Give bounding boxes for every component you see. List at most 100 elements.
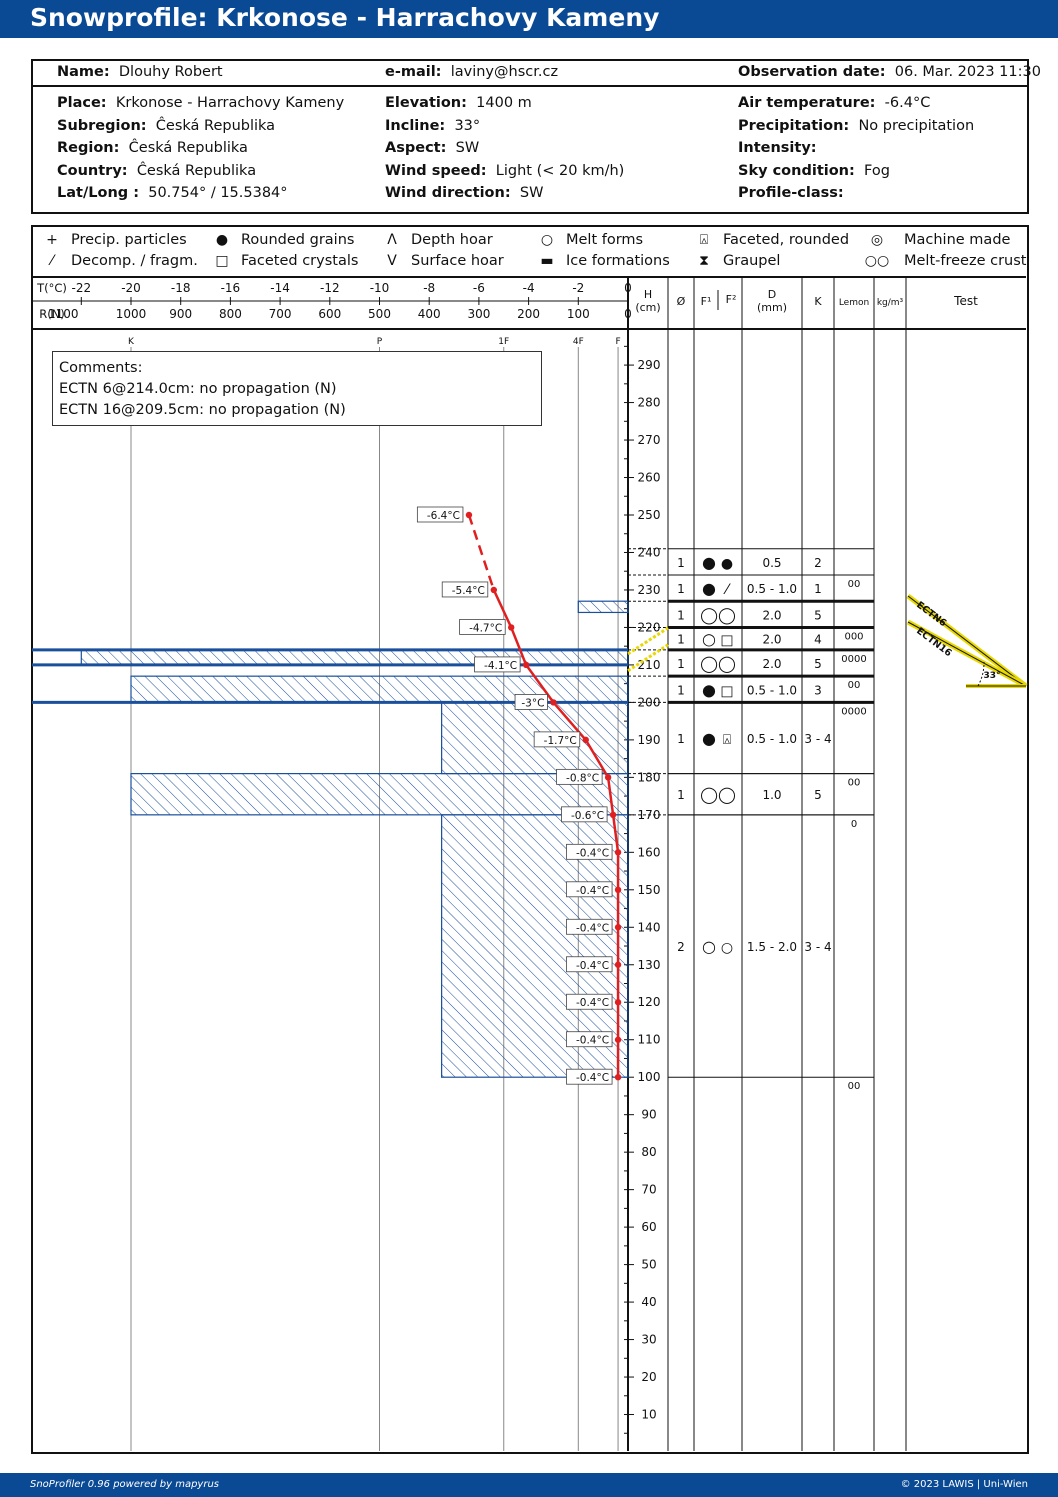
temperature-label-box [566,956,613,973]
layer-hardness: 3 - 4 [804,732,831,746]
observation-date: Observation date: 06. Mar. 2023 11:30 [738,64,1041,80]
tick-label: -22 [71,281,91,295]
tick-label: -4 [523,281,535,295]
legend-label: Decomp. / fragm. [71,253,198,269]
layer-hardness: 5 [814,657,822,671]
height-label: 160 [638,845,661,859]
temperature-segment [552,701,587,741]
temperature-point [614,999,622,1006]
temperature-point [508,624,515,631]
tick-label: -6 [473,281,485,295]
temperature-point [614,1074,622,1081]
layer-hardness: 3 [814,683,822,697]
layer-grain-size: 2.0 [762,657,781,671]
temperature-point [614,886,622,893]
layer-lemon: 0 [851,819,857,830]
layer-grain-size: 0.5 - 1.0 [747,732,797,746]
temperature-label-box [566,1031,613,1048]
column-header-wet: Ø [677,295,686,308]
legend-label: Rounded grains [241,232,355,248]
layer-grain-f2: ○ [721,940,733,956]
observer-email: e-mail: laviny@hscr.cz [385,64,559,80]
column-header-f2: F² [726,293,737,306]
temperature-label: -0.8°C [566,772,599,784]
hardness-bar [130,675,629,704]
layer-wetness: 2 [677,940,685,954]
legend-label: Depth hoar [411,232,493,248]
temperature-point [614,924,622,931]
tick-label: -20 [121,281,141,295]
height-label: 50 [641,1258,656,1272]
layer-lemon: 00 [848,1081,861,1092]
legend-icon: + [46,232,58,248]
temperature-label: -1.7°C [544,735,577,747]
hardness-tick: 1F [498,337,509,347]
layer-grain-f1: ○ [702,630,716,649]
layer-grain-f1: ◯◯ [700,654,736,673]
meta-field: Intensity: [738,140,817,156]
temperature-label-box [566,1068,613,1085]
layer-lemon: 00 [848,680,861,691]
layer-grain-f1: ○ [702,937,716,956]
tick-label: 900 [169,307,192,321]
height-label: 240 [638,545,661,559]
hardness-bar [130,773,629,816]
layer-grain-f2: ⁄ [723,582,731,598]
tick-label: 300 [467,307,490,321]
temperature-segment [467,514,495,591]
column-header-lemon: Lemon [839,298,869,308]
legend-icon: ⍓ [699,232,709,248]
layer-grain-f2: □ [720,633,733,649]
tick-label: -14 [270,281,290,295]
temperature-label-box [566,881,613,898]
hardness-tick: K [128,337,135,347]
tick-label: 1100 [48,307,79,321]
legend-icon: V [387,253,397,269]
meta-field: Profile-class: [738,185,844,201]
observation-meta: Name: Dlouhy Robert e-mail: laviny@hscr.… [31,59,1041,214]
temperature-label: -0.4°C [576,997,609,1009]
temperature-label: -0.4°C [576,1035,609,1047]
column-header-h-unit: (cm) [635,301,660,314]
layer-hardness: 5 [814,608,822,622]
height-label: 230 [638,583,661,597]
height-label: 80 [641,1145,656,1159]
layer-grain-f1: ● [702,579,716,598]
legend-label: Faceted, rounded [723,232,850,248]
divider [33,85,1027,87]
test-label: ECTN6 [914,600,948,630]
temperature-label: -0.4°C [576,847,609,859]
temperature-point [609,811,617,819]
legend-icon: ○ [540,232,554,248]
temperature-label-box [566,918,613,935]
legend-icon: Λ [387,232,397,248]
temperature-label: -0.4°C [576,885,609,897]
temperature-point [522,661,530,669]
temperature-point [614,849,622,856]
comments-box: Comments: ECTN 6@214.0cm: no propagation… [52,351,542,426]
meta-field: Lat/Long : 50.754° / 15.5384° [57,185,288,201]
layer-wetness: 1 [677,608,685,622]
layer-wetness: 1 [677,657,685,671]
height-label: 190 [638,733,661,747]
column-header-f1: F¹ [701,295,712,308]
layer-grain-size: 0.5 [762,556,781,570]
layer-grain-f2: ⍓ [723,732,731,748]
axis-label: T(°C) [36,281,67,295]
hardness-bar [80,649,629,666]
temperature-segment [584,739,610,779]
layer-grain-f1: ● [702,680,716,699]
legend-icon: ⁄ [50,253,54,269]
temperature-segment [525,664,555,704]
height-label: 90 [641,1108,656,1122]
column-header-d: D [768,288,776,301]
temperature-point [550,699,557,706]
legend-icon: ⧗ [699,253,709,269]
layer-grain-f2: □ [720,683,733,699]
page-title: Snowprofile: Krkonose - Harrachovy Kamen… [30,3,660,32]
legend-label: Precip. particles [71,232,187,248]
layer-lemon: 0000 [841,654,866,665]
height-label: 180 [638,770,661,784]
temperature-label-box [566,993,613,1010]
tick-label: -16 [221,281,241,295]
